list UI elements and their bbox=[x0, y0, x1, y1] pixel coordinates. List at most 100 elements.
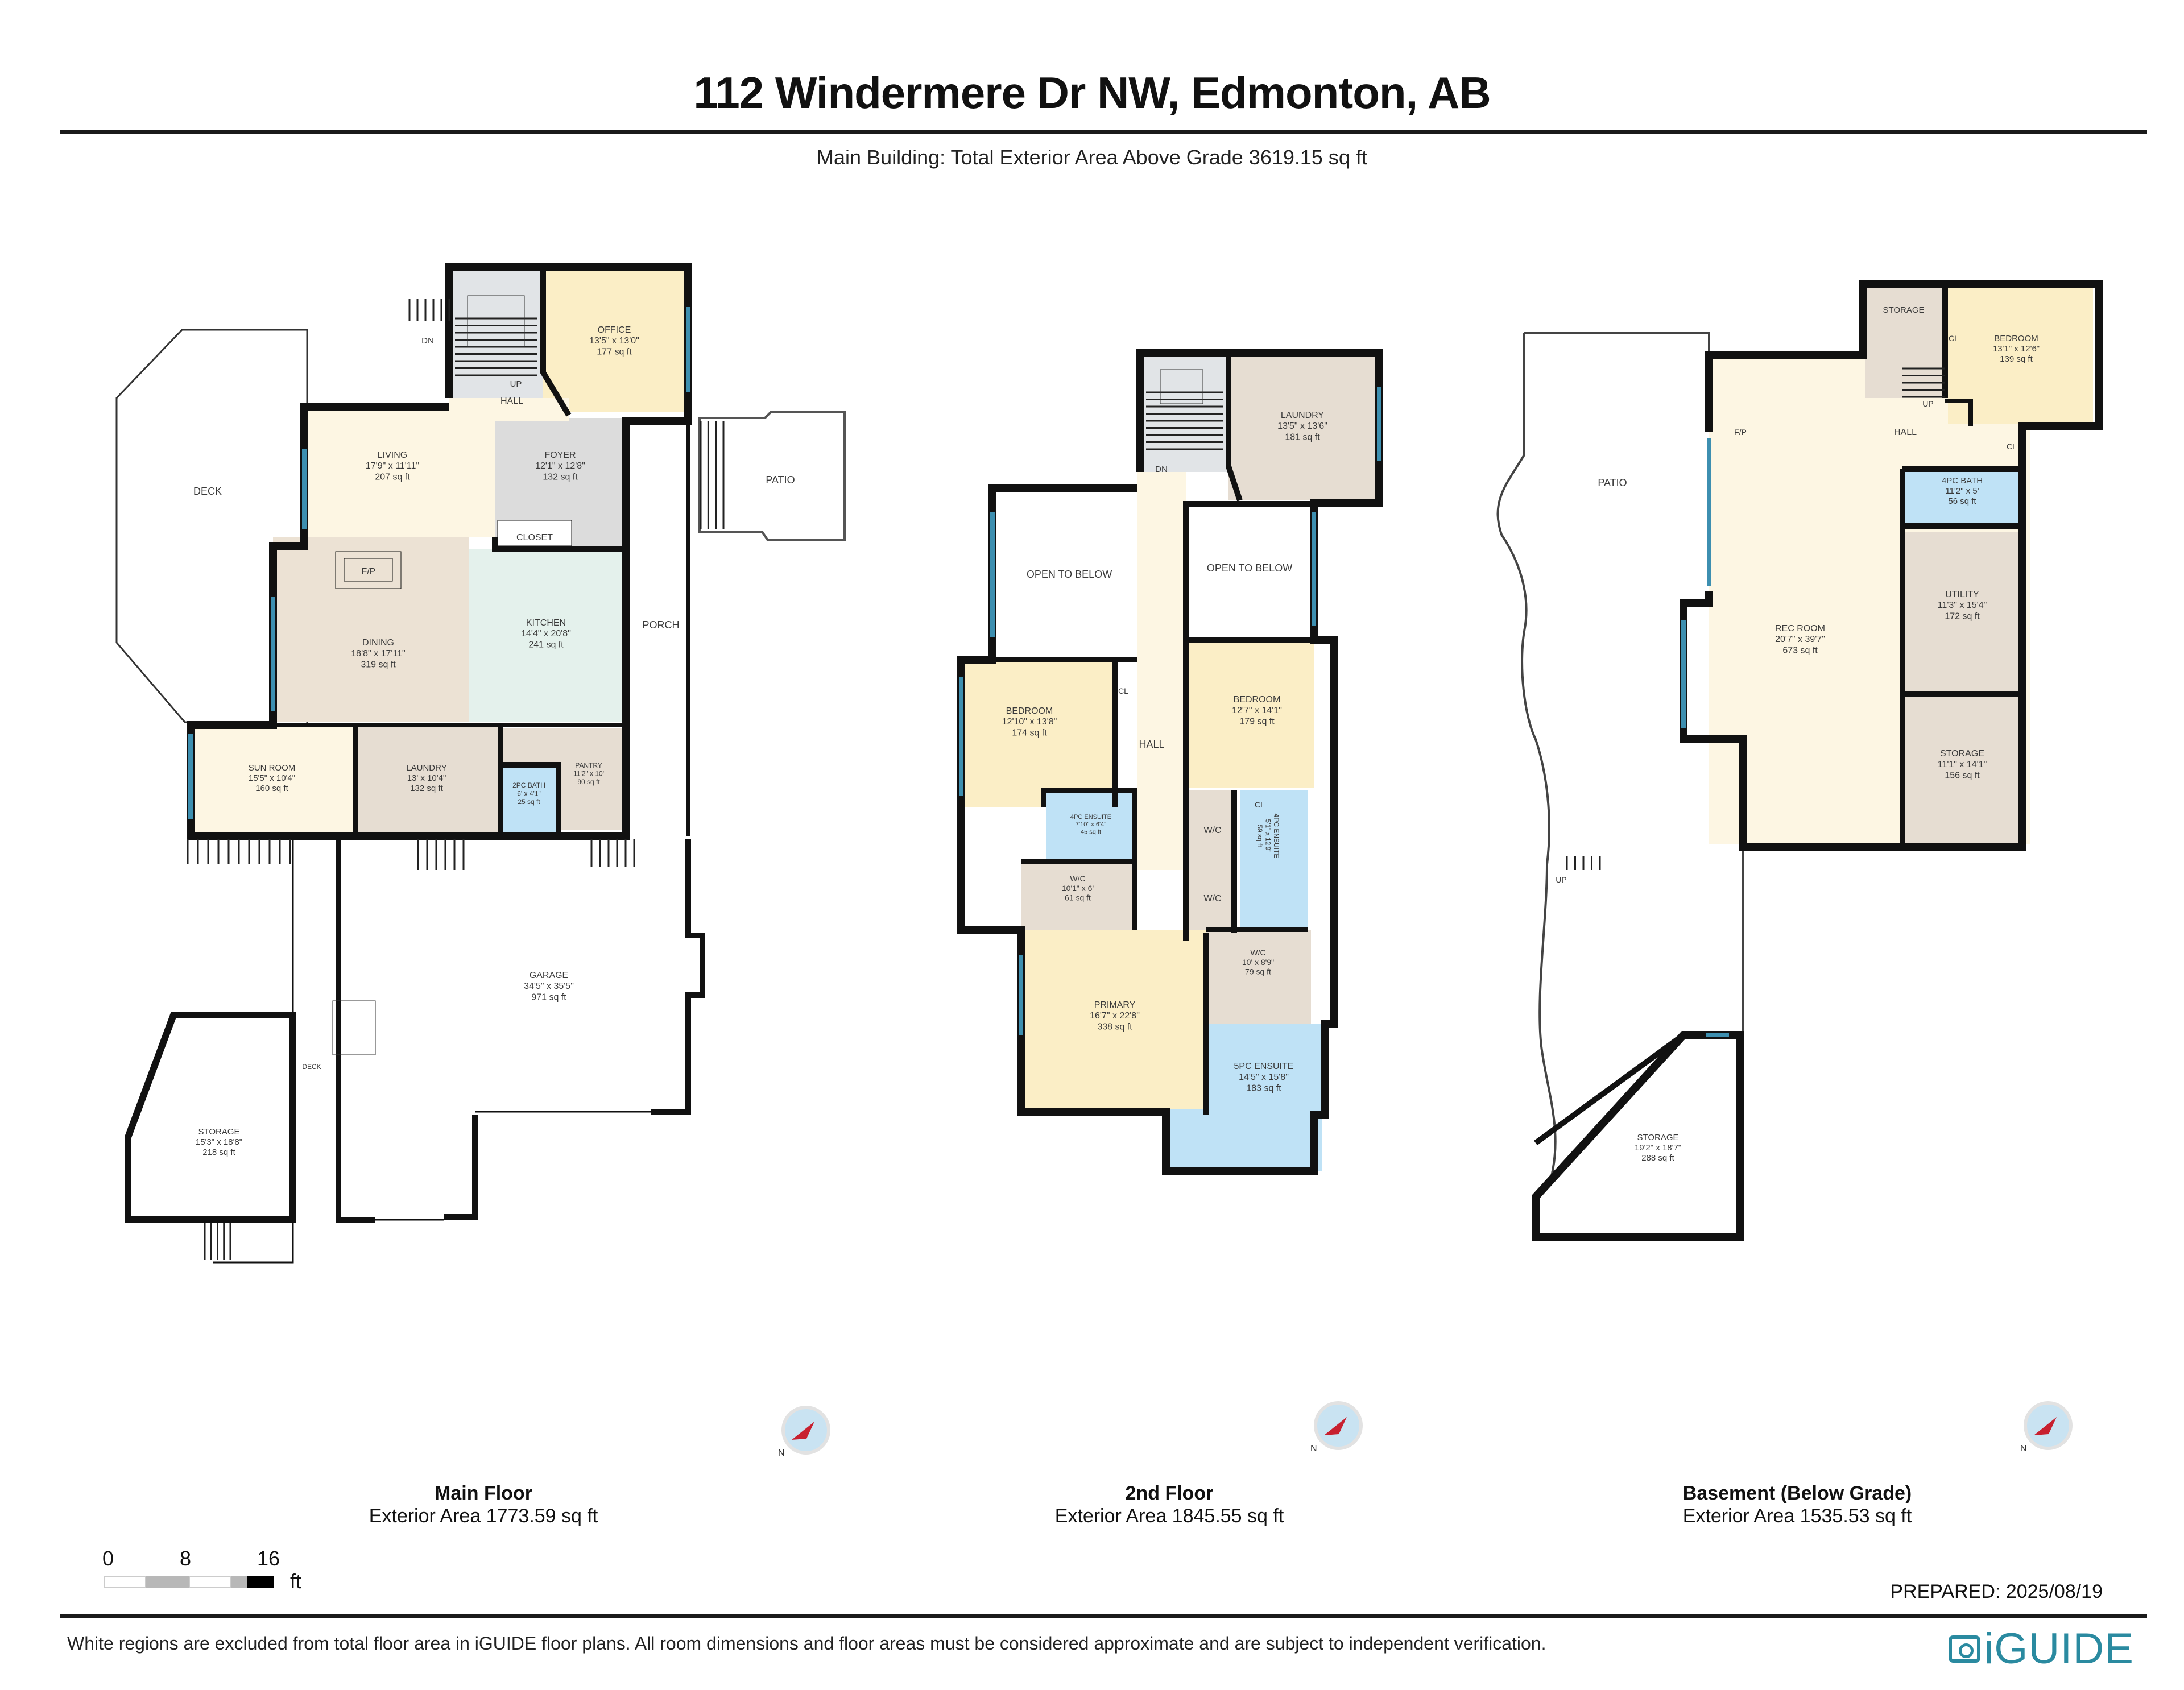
iguide-logo: iGUIDE bbox=[1949, 1624, 2134, 1674]
room-wic-d bbox=[1206, 930, 1311, 1024]
interior-wall-2 bbox=[1226, 353, 1243, 502]
interior-wall-2 bbox=[1183, 501, 1314, 941]
room-5pc-ensuite-ext bbox=[1166, 1109, 1209, 1171]
label-closet: CLOSET bbox=[516, 533, 553, 542]
interior-wall bbox=[492, 537, 626, 552]
scale-unit: ft bbox=[290, 1569, 302, 1593]
room-4pc-ensuite-b bbox=[1240, 790, 1308, 930]
floor-area: Exterior Area 1773.59 sq ft bbox=[369, 1505, 598, 1527]
interior-wall bbox=[502, 762, 561, 836]
footer-divider bbox=[60, 1614, 2147, 1618]
room-storage-main bbox=[125, 1012, 296, 1223]
deck-box bbox=[332, 1000, 376, 1055]
label-open-to-below: OPEN TO BELOW bbox=[1207, 562, 1292, 574]
scale-tick: 8 bbox=[180, 1547, 192, 1570]
hall-main bbox=[449, 398, 569, 421]
label-fireplace: F/P bbox=[362, 567, 376, 577]
closet bbox=[497, 520, 572, 546]
fireplace bbox=[335, 551, 402, 589]
stair-area bbox=[449, 270, 543, 398]
garage-wall bbox=[651, 839, 705, 1115]
floor-name: 2nd Floor bbox=[1125, 1482, 1214, 1504]
interior-wall-b bbox=[1945, 399, 1973, 426]
scale-tick: 16 bbox=[257, 1547, 280, 1570]
label-cl: CL bbox=[1255, 800, 1265, 809]
room-kitchen bbox=[469, 549, 626, 722]
garage-wall bbox=[444, 1115, 478, 1220]
open-to-below-1 bbox=[992, 488, 1138, 658]
patio-outline bbox=[698, 411, 846, 541]
exterior-wall bbox=[187, 263, 692, 840]
fireplace-inner bbox=[344, 558, 393, 582]
prepared-date: PREPARED: 2025/08/19 bbox=[1890, 1581, 2103, 1602]
floor-name: Main Floor bbox=[435, 1482, 532, 1504]
compass-icon: N bbox=[778, 1406, 830, 1458]
compass-icon: N bbox=[1310, 1401, 1363, 1453]
floor-area: Exterior Area 1535.53 sq ft bbox=[1682, 1505, 1912, 1527]
scale-segments bbox=[104, 1576, 274, 1588]
storage-angled-wall bbox=[1534, 1032, 1685, 1146]
floor-caption-second: 2nd Floor Exterior Area 1845.55 sq ft bbox=[1027, 1482, 1312, 1527]
floor-area: Exterior Area 1845.55 sq ft bbox=[1054, 1505, 1284, 1527]
label-wic: W/C bbox=[1203, 826, 1221, 835]
porch-wall bbox=[626, 419, 690, 836]
logo-text: iGUIDE bbox=[1984, 1625, 2134, 1673]
room-bedroom-2b bbox=[1189, 640, 1314, 788]
label-cl: CL bbox=[2007, 442, 2017, 451]
label-patio-b: PATIO bbox=[1598, 477, 1627, 488]
garage-wall bbox=[336, 839, 375, 1223]
floor-caption-basement: Basement (Below Grade) Exterior Area 153… bbox=[1644, 1482, 1951, 1527]
room-4pc-bath bbox=[1902, 469, 2022, 526]
room-storage-b bbox=[1902, 697, 2022, 844]
label-fireplace-b: F/P bbox=[1734, 428, 1747, 437]
label-storage-small: STORAGE bbox=[1883, 305, 1924, 315]
room-living bbox=[304, 407, 495, 537]
label-patio: PATIO bbox=[766, 474, 795, 486]
total-area-subtitle: Main Building: Total Exterior Area Above… bbox=[817, 146, 1367, 169]
hall-2 bbox=[1138, 472, 1186, 870]
label-up-patio: UP bbox=[1556, 875, 1566, 884]
label-dn: DN bbox=[421, 336, 434, 346]
room-storage-angled bbox=[1532, 1031, 1744, 1241]
room-bedroom-2a bbox=[961, 660, 1115, 807]
label-up: UP bbox=[510, 379, 522, 389]
svg-text:N: N bbox=[778, 1448, 785, 1458]
room-wic-b bbox=[1189, 790, 1234, 876]
stair-area-2 bbox=[1140, 353, 1228, 472]
patio-outline-basement bbox=[1496, 332, 1710, 1183]
room-wic-a bbox=[1021, 861, 1135, 930]
deck-rail bbox=[213, 839, 294, 1264]
stair-landing-2 bbox=[1160, 369, 1203, 404]
room-laundry-2 bbox=[1228, 355, 1376, 500]
room-primary bbox=[1021, 930, 1206, 1109]
label-open-to-below: OPEN TO BELOW bbox=[1027, 569, 1112, 580]
label-hall: HALL bbox=[500, 396, 523, 406]
page-title: 112 Windermere Dr NW, Edmonton, AB bbox=[693, 68, 1491, 118]
label-porch: PORCH bbox=[642, 619, 679, 631]
room-wic-c bbox=[1189, 876, 1234, 930]
room-laundry bbox=[358, 725, 498, 839]
label-up-b: UP bbox=[1922, 399, 1933, 408]
stair-landing bbox=[467, 295, 525, 347]
floor-caption-main: Main Floor Exterior Area 1773.59 sq ft bbox=[341, 1482, 626, 1527]
